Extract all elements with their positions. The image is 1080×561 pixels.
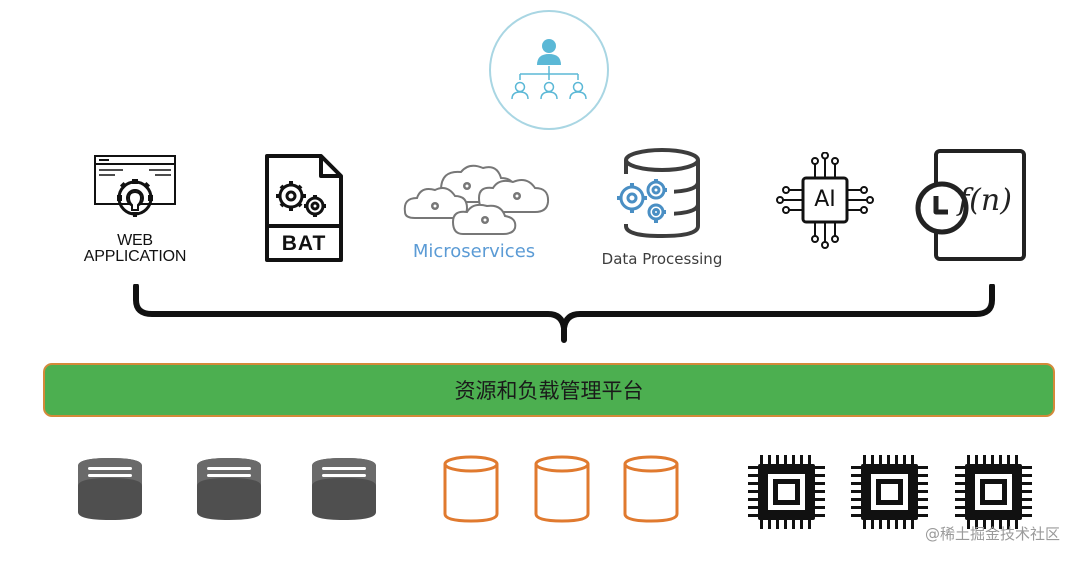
web-app-gear-bulb-icon [93, 154, 177, 234]
function-label: f(n) [958, 183, 1012, 218]
user-hierarchy-icon [487, 8, 611, 132]
microservices-label: Microservices [412, 241, 536, 262]
server-disk-icon [310, 456, 378, 522]
web-application-label: WEB APPLICATION [74, 233, 196, 265]
cpu-chip-icon [748, 452, 826, 532]
database-gears-icon [612, 146, 704, 242]
web-application-label-line1: WEB [117, 232, 153, 249]
platform-label: 资源和负载管理平台 [454, 379, 644, 403]
storage-cylinder-icon [532, 454, 592, 524]
bracket-connector [128, 283, 1000, 348]
cpu-chip-icon [955, 452, 1033, 532]
batch-file-icon [261, 150, 349, 266]
watermark: @稀土掘金技术社区 [924, 525, 1060, 543]
web-application-label-line2: APPLICATION [83, 248, 187, 265]
function-clock-icon [914, 148, 1028, 262]
cloud-gears-icon [401, 160, 551, 238]
ai-chip-icon [775, 152, 875, 250]
server-disk-icon [195, 456, 263, 522]
resource-workload-platform-bar: 资源和负载管理平台 [43, 363, 1055, 417]
bat-label: BAT [281, 232, 327, 255]
storage-cylinder-icon [621, 454, 681, 524]
server-disk-icon [76, 456, 144, 522]
data-processing-label: Data Processing [601, 250, 723, 268]
ai-label: AI [814, 187, 836, 212]
storage-cylinder-icon [441, 454, 501, 524]
cpu-chip-icon [851, 452, 929, 532]
